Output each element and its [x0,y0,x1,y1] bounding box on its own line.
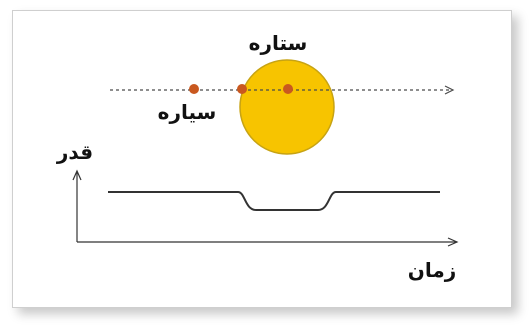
star [240,60,334,154]
x-axis-label: زمان [408,258,456,282]
planet-label: سیاره [158,100,217,124]
planet-position-3 [283,84,293,94]
y-axis-label: قدر [56,140,93,164]
light-curve [108,192,440,210]
star-label: ستاره [249,31,308,55]
planet-position-1 [189,84,199,94]
planet-position-2 [237,84,247,94]
